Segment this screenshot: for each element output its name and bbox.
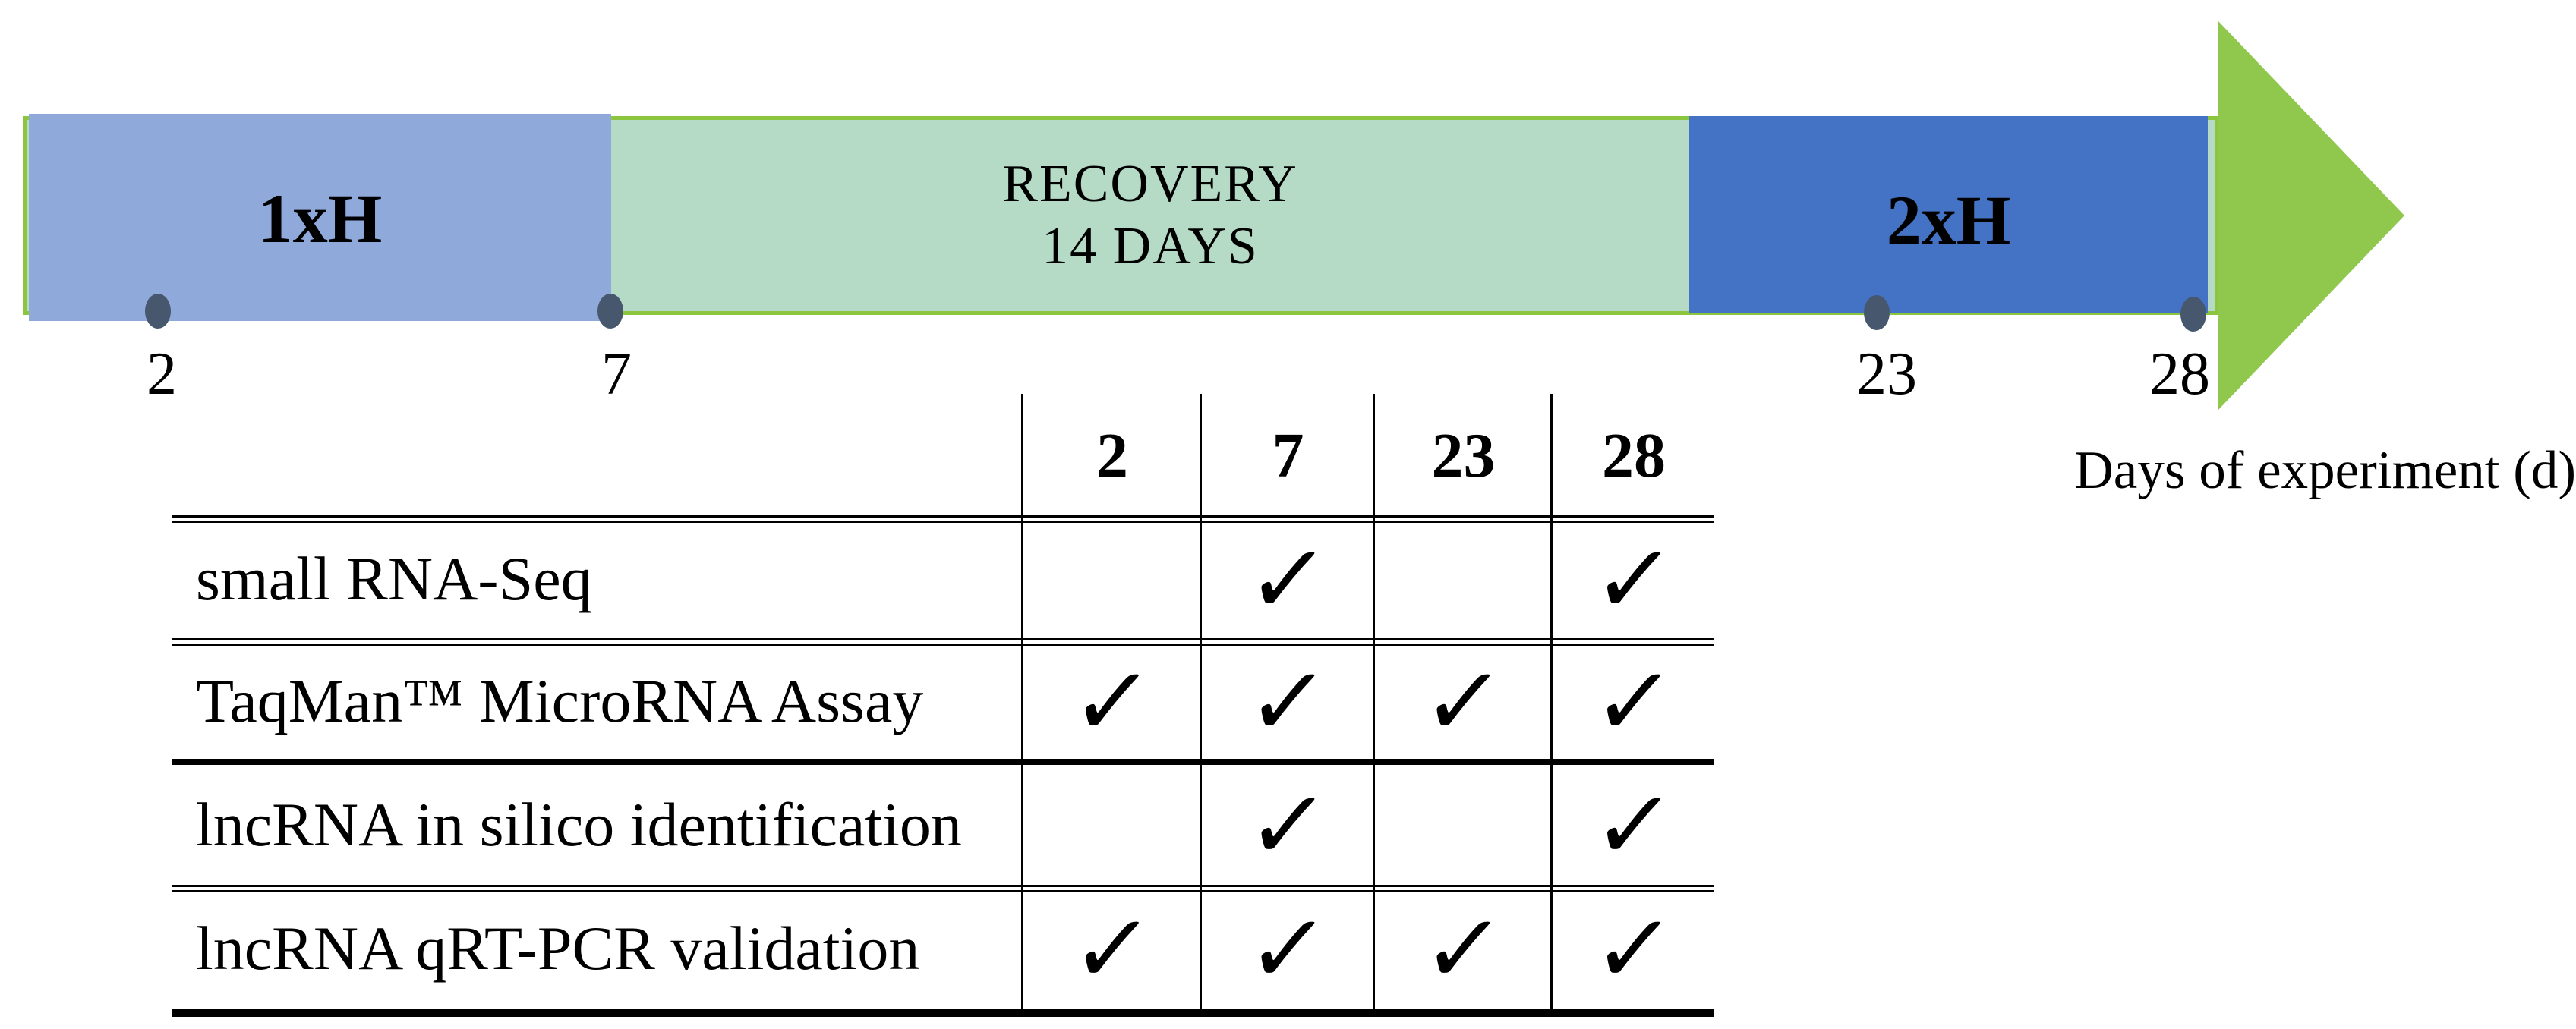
row-label-small-rna-seq: small RNA-Seq [196,544,592,613]
row-label-taqman-assay: TaqMan™ MicroRNA Assay [196,666,924,735]
table-vertical-rule [1373,394,1375,1014]
check-qrt-pcr-day2: ✓ [1066,892,1159,1005]
axis-label: Days of experiment (d) [2074,441,2576,500]
table-vertical-rule [1200,394,1202,1014]
timeline-arrow-icon [2218,21,2404,410]
check-small-rna-seq-day2 [1018,518,1207,640]
table-horizontal-rule [172,515,1714,523]
day-7-marker-dot [597,294,623,329]
check-taqman-day28: ✓ [1588,645,1680,757]
check-taqman-day23: ✓ [1417,645,1510,757]
check-qrt-pcr-day23: ✓ [1417,892,1510,1005]
check-in-silico-day2 [1017,763,1206,886]
table-horizontal-rule [172,885,1714,892]
phase-1xh-label: 1xH [257,180,383,257]
recovery-label-line1: RECOVERY [1002,155,1298,213]
check-taqman-day2: ✓ [1066,645,1159,757]
phase-2xh-box [1689,116,2208,313]
check-small-rna-seq-day23 [1370,518,1558,640]
phase-1xh-box [29,114,611,321]
check-in-silico-day7: ✓ [1241,769,1335,881]
check-qrt-pcr-day28: ✓ [1588,892,1680,1005]
day-23-label: 23 [1856,341,1917,408]
column-header-day-2: 2 [1096,420,1128,491]
column-header-day-28: 28 [1602,420,1666,491]
row-label-lncrna-qrt-pcr: lncRNA qRT-PCR validation [196,914,920,983]
check-small-rna-seq-day7: ✓ [1241,523,1335,635]
table-horizontal-rule [172,638,1714,646]
table-horizontal-rule [172,759,1714,765]
check-qrt-pcr-day7: ✓ [1241,892,1335,1005]
day-23-marker-dot [1864,295,1890,330]
column-header-day-23: 23 [1431,420,1496,491]
table-vertical-rule [1021,394,1023,1014]
check-taqman-day7: ✓ [1241,645,1335,757]
day-2-label: 2 [147,341,177,408]
day-28-label: 28 [2149,341,2210,408]
day-7-label: 7 [601,341,632,408]
day-28-marker-dot [2180,297,2206,332]
table-vertical-rule [1550,394,1553,1014]
column-header-day-7: 7 [1272,420,1304,491]
recovery-label-line2: 14 DAYS [1042,217,1259,275]
table-horizontal-rule [172,1009,1714,1017]
check-in-silico-day28: ✓ [1588,769,1680,881]
row-label-lncrna-in-silico: lncRNA in silico identification [196,790,962,859]
check-in-silico-day23 [1369,763,1557,886]
day-2-marker-dot [145,294,171,329]
recovery-label: RECOVERY 14 DAYS [611,153,1689,278]
phase-2xh-label: 2xH [1886,181,2011,259]
check-small-rna-seq-day28: ✓ [1588,523,1680,635]
